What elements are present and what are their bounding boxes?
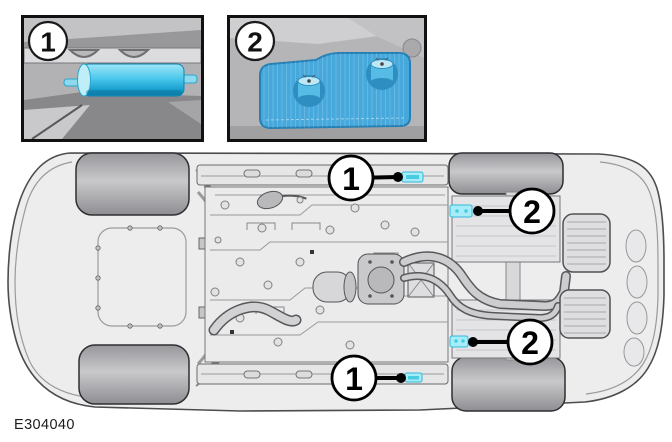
callout-1-top-circle	[327, 154, 375, 202]
callout-1-bottom-dot	[396, 373, 406, 383]
front-crossmember-pipe	[208, 301, 302, 336]
transmission-block	[357, 253, 405, 305]
callout-2-bottom: 2	[468, 318, 554, 366]
callout-2-bottom-label: 2	[521, 325, 539, 361]
rear-diffuser-ribs	[623, 229, 648, 367]
support-plate-seam	[265, 117, 405, 121]
inset1-crease	[31, 104, 83, 139]
highlight-jack-point-bottom	[404, 372, 423, 383]
front-bumper-crease	[14, 161, 95, 399]
jack-pad-end-cap	[77, 63, 91, 97]
sill-rail	[24, 47, 201, 64]
floor-holes	[210, 196, 420, 350]
muffler	[562, 213, 611, 273]
exhaust-pipe-upper	[399, 251, 571, 312]
callout-1-top-label: 1	[342, 161, 360, 197]
inset-detail-box-1: 1	[21, 15, 204, 142]
callout-2-top: 2	[473, 187, 556, 235]
wheel-top-right	[448, 152, 564, 195]
callout-1-top: 1	[327, 154, 403, 202]
rear-silencer	[559, 289, 611, 339]
highlight-support-plate-top	[449, 204, 473, 218]
callout-2-top-dot	[473, 206, 483, 216]
sill-clips	[67, 49, 151, 58]
plate-boss-right	[366, 57, 398, 90]
inset2-hole	[402, 38, 422, 58]
callout-2-bottom-circle	[506, 318, 554, 366]
shield-screws	[95, 225, 163, 329]
inset1-right-wedge	[168, 100, 201, 124]
callout-2-bottom-dot	[468, 337, 478, 347]
plate-boss-left	[293, 74, 325, 107]
wheel-bottom-left	[78, 344, 190, 405]
highlight-jack-point-top	[401, 171, 424, 183]
jack-pad-detail-illustration: 1	[24, 18, 201, 139]
inset1-panel-highlight	[24, 18, 201, 42]
floor-teardrop	[256, 190, 307, 210]
exhaust-pipe-lower	[400, 272, 562, 323]
resonator-canister	[312, 271, 357, 303]
callout-2-top-circle	[508, 187, 556, 235]
inset2-label: 2	[247, 27, 263, 58]
rear-bumper-crease	[585, 161, 659, 395]
jack-pad-cylinder	[63, 63, 198, 97]
inset-detail-box-2: 2	[227, 15, 427, 142]
wheel-bottom-right	[451, 356, 566, 412]
callout-2-top-label: 2	[523, 194, 541, 230]
wheel-top-left	[75, 152, 190, 216]
callout-1-bottom-circle	[330, 354, 378, 402]
callout-1-bottom-label: 1	[345, 361, 363, 397]
inset2-label-circle	[234, 20, 276, 62]
inset2-lower-band	[230, 126, 424, 139]
jack-pad-shade	[86, 90, 182, 95]
callout-1-top-dot	[393, 172, 403, 182]
inset1-label-circle	[27, 20, 69, 62]
support-plate-detail-illustration: 2	[230, 18, 424, 139]
figure-code: E304040	[14, 417, 75, 433]
highlight-support-plate-bottom	[449, 335, 469, 348]
callout-1-bottom: 1	[330, 354, 406, 402]
inset1-label: 1	[40, 27, 56, 58]
support-plate	[259, 52, 411, 130]
